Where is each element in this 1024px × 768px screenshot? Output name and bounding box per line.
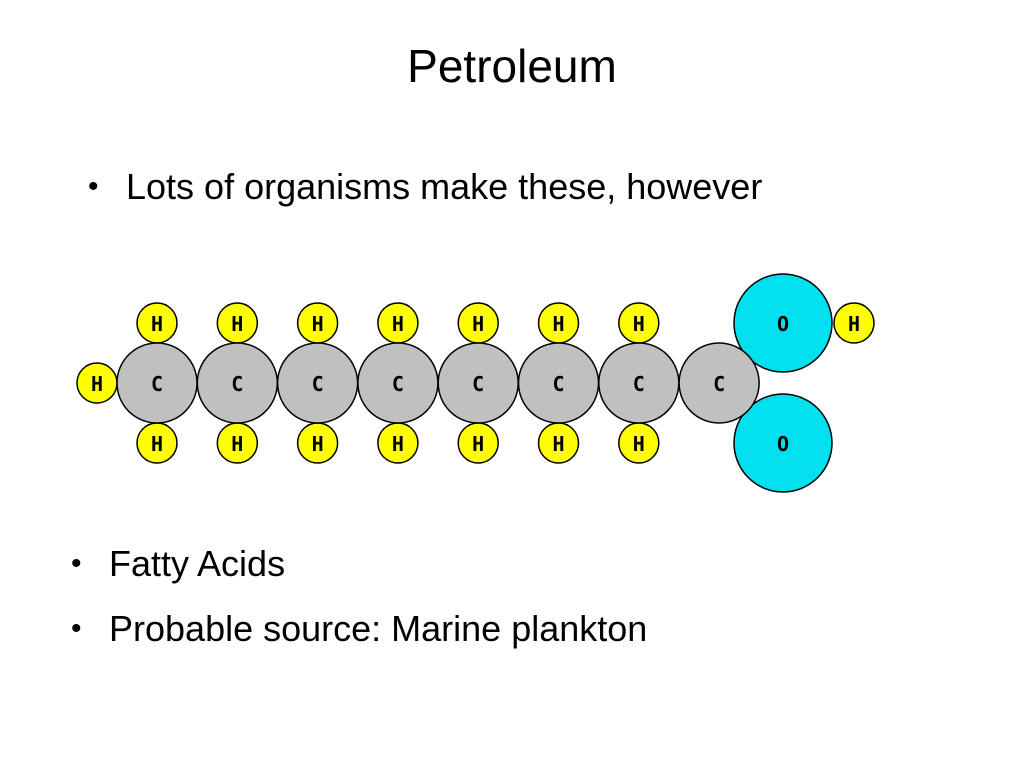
hydrogen-atom-shape <box>76 362 118 404</box>
carbon-atom-shape <box>276 342 359 424</box>
hydrogen-atom: H <box>377 422 419 464</box>
hydrogen-atom-shape <box>457 302 499 344</box>
hydrogen-atom-shape <box>136 302 178 344</box>
facts-bullet-list: • Fatty Acids • Probable source: Marine … <box>71 540 647 670</box>
carbon-atom-label: C <box>231 372 243 396</box>
carbon-atom-label: C <box>151 372 163 396</box>
hydrogen-atom: H <box>377 302 419 344</box>
carbon-atom: C <box>517 342 600 424</box>
carbon-atom: C <box>678 342 760 424</box>
bullet-icon: • <box>71 612 82 645</box>
carbon-atom-shape <box>116 342 198 424</box>
bullet-text: Fatty Acids <box>109 543 286 584</box>
hydrogen-atom-label: H <box>392 312 404 336</box>
oxygen-atom-shape <box>733 393 833 493</box>
carbon-atom-label: C <box>633 372 645 396</box>
hydrogen-atom-shape <box>833 302 875 344</box>
hydrogen-atom-shape <box>377 422 419 464</box>
carbon-atom-shape <box>678 342 760 424</box>
carbon-atom: C <box>276 342 359 424</box>
hydrogen-atom: H <box>457 422 499 464</box>
hydrogen-atom-shape <box>618 422 660 464</box>
hydrogen-atom-label: H <box>231 432 243 456</box>
hydrogen-atom: H <box>618 422 660 464</box>
hydrogen-atom-shape <box>377 302 419 344</box>
carbon-atom-label: C <box>392 372 404 396</box>
hydrogen-atom-shape <box>296 422 339 464</box>
hydrogen-atom: H <box>216 422 259 464</box>
hydrogen-atom-shape <box>537 302 580 344</box>
slide-title: Petroleum <box>407 40 617 92</box>
hydrogen-atom-label: H <box>472 432 484 456</box>
hydrogen-atom-shape <box>216 422 259 464</box>
carbon-atom: C <box>437 342 519 424</box>
hydrogen-atom: H <box>833 302 875 344</box>
bullet-icon: • <box>71 547 82 580</box>
hydrogen-atom-shape <box>537 422 580 464</box>
hydrogen-atom: H <box>76 362 118 404</box>
hydrogen-atom-label: H <box>633 432 645 456</box>
hydrogen-atom-label: H <box>151 312 163 336</box>
carbon-atom-shape <box>196 342 279 424</box>
hydrogen-atom-shape <box>216 302 259 344</box>
carbon-atom: C <box>598 342 680 424</box>
intro-bullet-list: • Lots of organisms make these, however <box>88 163 762 211</box>
hydrogen-atom-shape <box>457 422 499 464</box>
bullet-icon: • <box>88 170 99 203</box>
hydrogen-atom: H <box>136 422 178 464</box>
hydrogen-atom-label: H <box>392 432 404 456</box>
carbon-atom-shape <box>598 342 680 424</box>
hydrogen-atom-label: H <box>231 312 243 336</box>
hydrogen-atom: H <box>296 302 339 344</box>
bullet-text: Probable source: Marine plankton <box>109 608 648 649</box>
hydrogen-atom-shape <box>296 302 339 344</box>
hydrogen-atom-label: H <box>91 372 103 396</box>
bullet-item: • Lots of organisms make these, however <box>88 163 762 211</box>
carbon-atom: C <box>196 342 279 424</box>
oxygen-atom-shape <box>733 273 833 373</box>
hydrogen-atom-shape <box>136 422 178 464</box>
hydrogen-atom: H <box>457 302 499 344</box>
oxygen-atom: O <box>733 273 833 373</box>
hydrogen-atom-label: H <box>633 312 645 336</box>
hydrogen-atom: H <box>537 302 580 344</box>
hydrogen-atom-label: H <box>472 312 484 336</box>
hydrogen-atom-label: H <box>151 432 163 456</box>
hydrogen-atom-label: H <box>552 312 564 336</box>
carbon-atom-shape <box>437 342 519 424</box>
hydrogen-atom: H <box>136 302 178 344</box>
carbon-atom: C <box>357 342 439 424</box>
hydrogen-atom: H <box>618 302 660 344</box>
hydrogen-atom: H <box>216 302 259 344</box>
hydrogen-atom-label: H <box>312 312 324 336</box>
hydrogen-atom-label: H <box>312 432 324 456</box>
carbon-atom-label: C <box>713 372 725 396</box>
carbon-atom-label: C <box>552 372 564 396</box>
carbon-atom-shape <box>357 342 439 424</box>
carbon-atom-label: C <box>472 372 484 396</box>
hydrogen-atom: H <box>537 422 580 464</box>
hydrogen-atom-shape <box>618 302 660 344</box>
hydrogen-atom-label: H <box>848 312 860 336</box>
bullet-item: • Probable source: Marine plankton <box>71 605 647 653</box>
oxygen-atom: O <box>733 393 833 493</box>
oxygen-atom-label: O <box>777 312 789 336</box>
carbon-atom-label: C <box>312 372 324 396</box>
carbon-atom: C <box>116 342 198 424</box>
hydrogen-atom-label: H <box>552 432 564 456</box>
bullet-item: • Fatty Acids <box>71 540 647 588</box>
bullet-text: Lots of organisms make these, however <box>126 166 763 207</box>
carbon-atom-shape <box>517 342 600 424</box>
hydrogen-atom: H <box>296 422 339 464</box>
oxygen-atom-label: O <box>777 432 789 456</box>
